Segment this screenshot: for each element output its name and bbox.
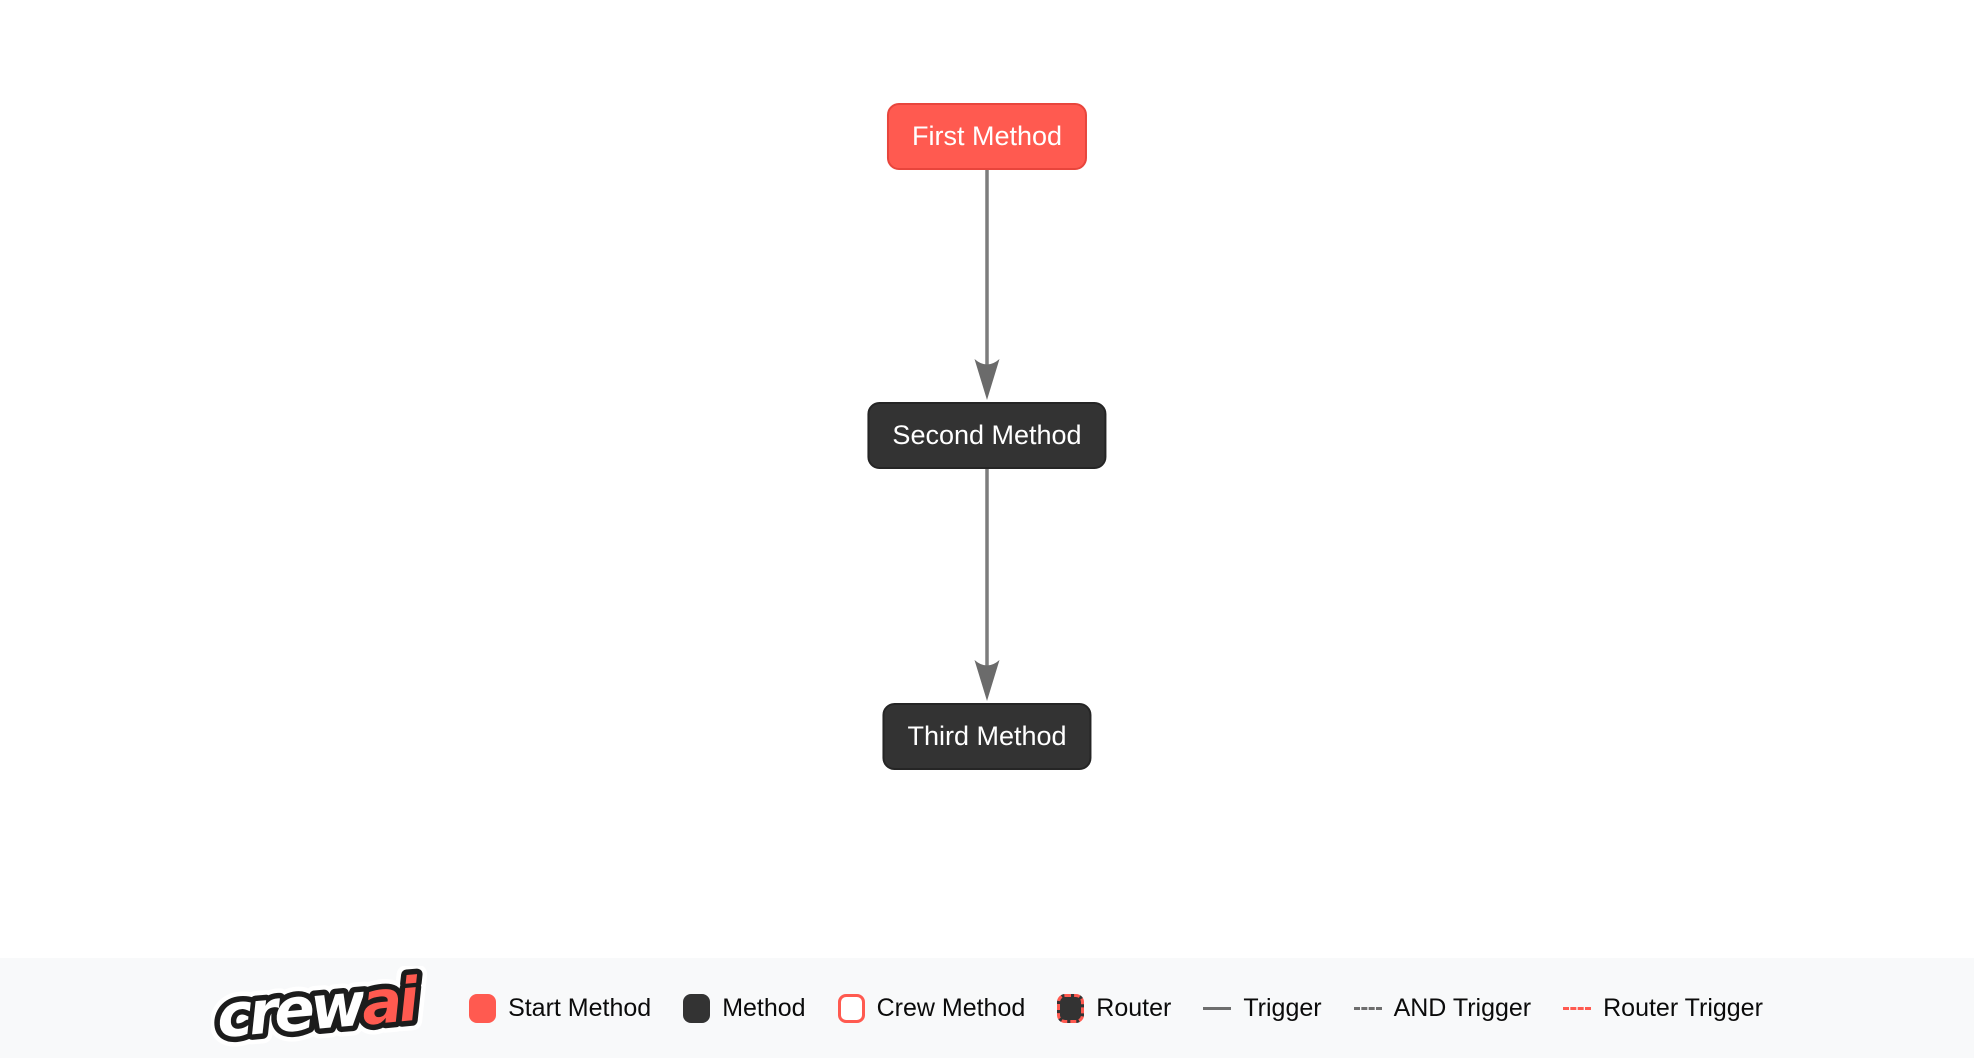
legend-item-method: Method [683, 993, 806, 1023]
legend-item-label: Method [722, 993, 806, 1022]
trigger-edge-2 [974, 435, 1000, 701]
crewai-logo: crewai crewai [211, 966, 433, 1050]
flow-node-first-method[interactable]: First Method [886, 103, 1088, 170]
method-swatch-icon [683, 993, 711, 1023]
legend-item-and-trigger: AND Trigger [1353, 993, 1532, 1023]
crew-method-swatch-icon [837, 993, 865, 1023]
arrowhead-icon [974, 359, 1000, 400]
flow-canvas[interactable]: First Method Second Method Third Method [0, 0, 1974, 958]
legend-item-router-trigger: Router Trigger [1563, 994, 1763, 1023]
flow-node-second-method[interactable]: Second Method [867, 402, 1107, 469]
router-trigger-line-icon [1563, 1006, 1592, 1010]
legend-item-label: Crew Method [876, 993, 1026, 1022]
legend-item-label: Router [1096, 993, 1172, 1022]
and-trigger-line-icon [1353, 1006, 1382, 1010]
start-method-swatch-icon [469, 993, 497, 1023]
legend-item-trigger: Trigger [1203, 993, 1322, 1023]
crewai-logo-text: crewai [214, 966, 423, 1050]
flow-node-third-method[interactable]: Third Method [882, 703, 1092, 770]
legend-item-label: Trigger [1243, 993, 1322, 1022]
legend-item-label: Router Trigger [1603, 993, 1763, 1022]
trigger-line-icon [1203, 1006, 1232, 1010]
trigger-edge-1 [974, 140, 1000, 400]
legend-item-router: Router [1057, 993, 1172, 1023]
router-swatch-icon [1057, 993, 1085, 1023]
legend-item-label: AND Trigger [1393, 993, 1532, 1022]
legend-item-crew-method: Crew Method [837, 993, 1026, 1023]
legend-item-start-method: Start Method [469, 993, 652, 1023]
legend-bar: crewai crewai Start Method Method Crew M… [0, 958, 1974, 1058]
arrowhead-icon [974, 660, 1000, 701]
legend-item-label: Start Method [508, 993, 652, 1022]
